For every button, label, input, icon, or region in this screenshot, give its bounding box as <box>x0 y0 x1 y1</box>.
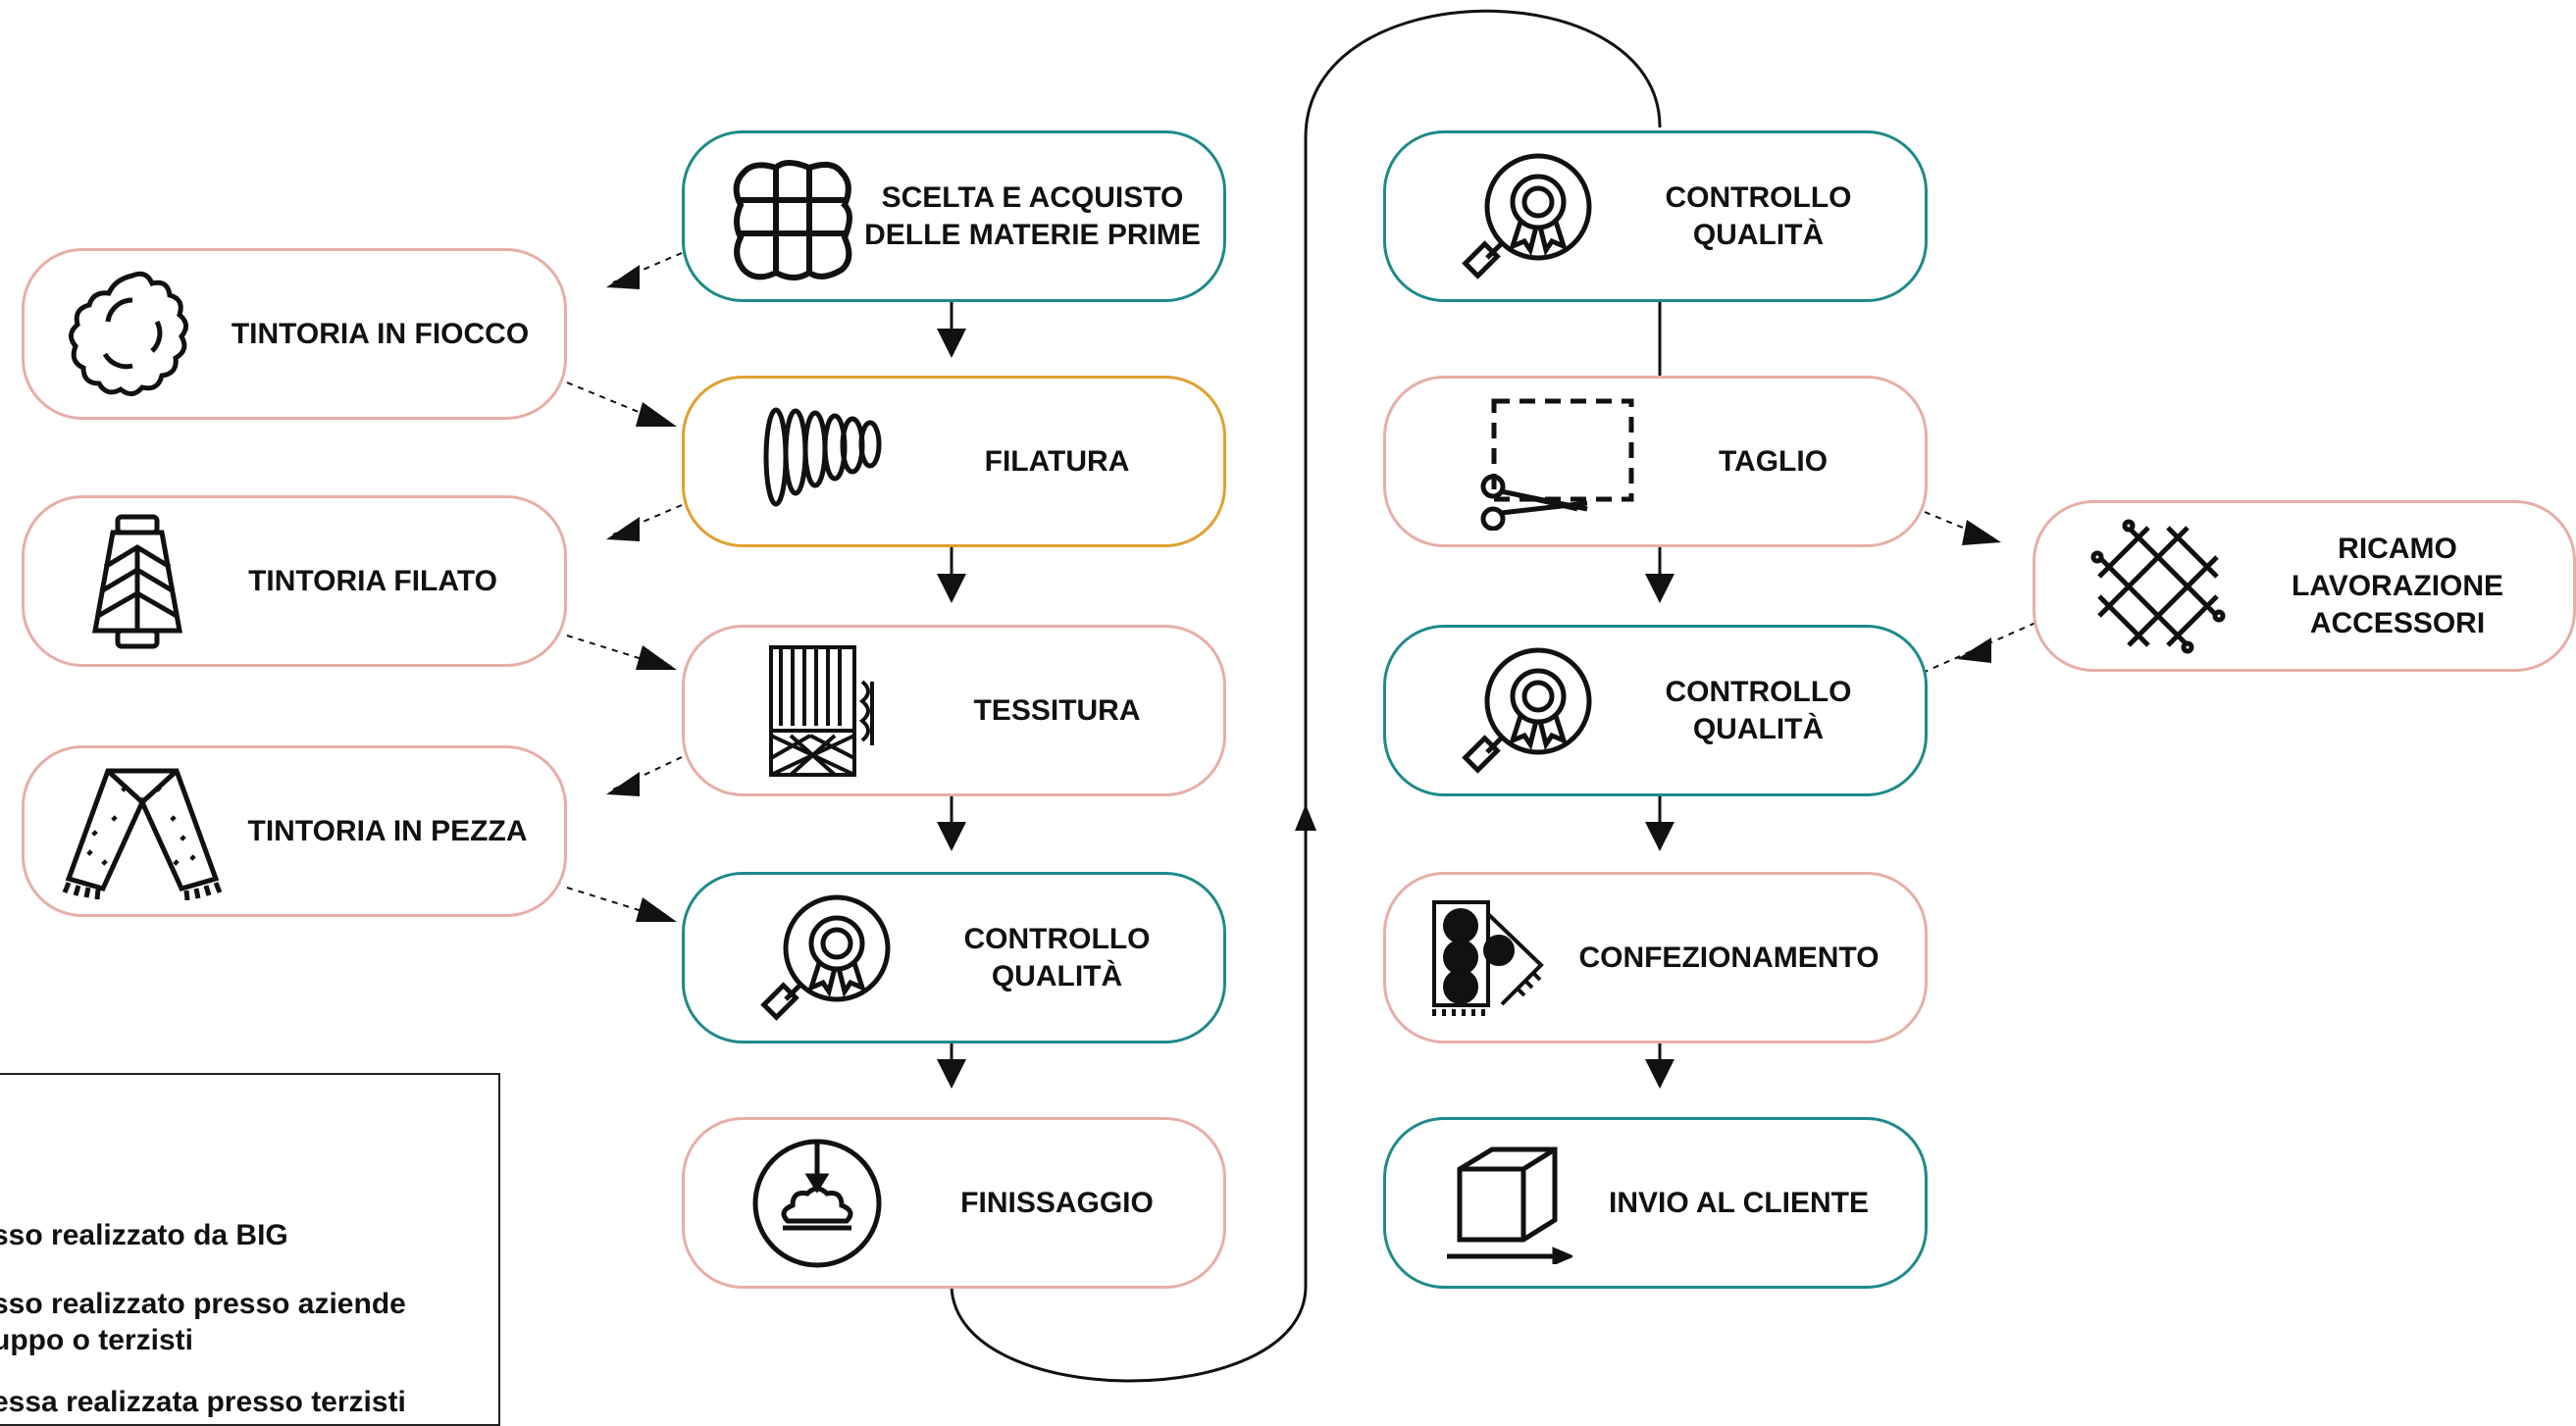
dashed-arrow-head <box>606 517 640 541</box>
step-invio-cliente: INVIO AL CLIENTE <box>1383 1117 1928 1289</box>
return-loop <box>950 9 1662 1383</box>
connector-arrow-head <box>1645 1059 1674 1089</box>
embroidery-icon <box>2089 503 2227 669</box>
step-tessitura: TESSITURA <box>682 625 1226 796</box>
dashed-arrow-head <box>636 897 677 922</box>
quality-magnifier-icon <box>1460 628 1597 793</box>
step-label: FINISSAGGIO <box>960 1186 1154 1219</box>
step-confezionamento: CONFEZIONAMENTO <box>1383 872 1928 1044</box>
connector-arrow-head <box>937 822 966 851</box>
step-taglio: TAGLIO <box>1383 376 1928 547</box>
side-tintoria-fiocco: TINTORIA IN FIOCCO <box>22 248 567 420</box>
scissors-icon <box>1479 379 1636 544</box>
dashed-arrow-head <box>636 645 677 670</box>
connector-arrow-head <box>937 574 966 603</box>
legend-row-big: sso realizzato da BIG <box>0 1219 288 1251</box>
connector-arrow-head <box>937 329 966 358</box>
scarf-icon <box>59 748 226 914</box>
dashed-arrow-head <box>1957 637 1991 663</box>
step-label: INVIO AL CLIENTE <box>1608 1186 1870 1219</box>
loom-icon <box>763 628 881 793</box>
loop-arrow-head <box>1295 804 1316 831</box>
connector-arrow-head <box>937 1059 966 1089</box>
dryer-icon <box>748 1120 886 1286</box>
side-label: TINTORIA FILATO <box>248 564 497 597</box>
quality-magnifier-icon <box>1460 133 1597 299</box>
cotton-bale-icon <box>719 133 866 299</box>
side-tintoria-pezza: TINTORIA IN PEZZA <box>22 745 567 917</box>
dashed-arrow-head <box>1962 520 2001 545</box>
legend-row-aziende: sso realizzato presso aziende <box>0 1288 406 1320</box>
step-filatura: FILATURA <box>682 376 1226 547</box>
step-label: TESSITURA <box>973 693 1141 727</box>
spring-icon <box>758 379 886 544</box>
dashed-arrow-head <box>606 265 640 289</box>
legend-row-aziende-cont: uppo o terzisti <box>0 1324 193 1356</box>
dashed-arrow-head <box>636 402 677 427</box>
legend: sso realizzato da BIG sso realizzato pre… <box>0 1073 500 1426</box>
step-label: FILATURA <box>984 444 1130 478</box>
box-icon <box>1440 1120 1577 1286</box>
yarn-cone-icon <box>78 498 196 664</box>
step-label: CONFEZIONAMENTO <box>1578 941 1880 974</box>
side-label: TINTORIA IN PEZZA <box>247 814 528 847</box>
cotton-flake-icon <box>64 251 201 417</box>
step-finissaggio: FINISSAGGIO <box>682 1117 1226 1289</box>
connector-arrow-head <box>1645 574 1674 603</box>
side-label: TINTORIA IN FIOCCO <box>231 317 530 350</box>
dashed-arrow-head <box>606 772 640 796</box>
legend-row-terzisti: essa realizzata presso terzisti <box>0 1386 406 1418</box>
side-tintoria-filato: TINTORIA FILATO <box>22 495 567 667</box>
fabric-dots-icon <box>1425 875 1553 1041</box>
step-label: TAGLIO <box>1718 444 1829 478</box>
quality-magnifier-icon <box>758 875 896 1041</box>
connector-arrow-head <box>1645 822 1674 851</box>
